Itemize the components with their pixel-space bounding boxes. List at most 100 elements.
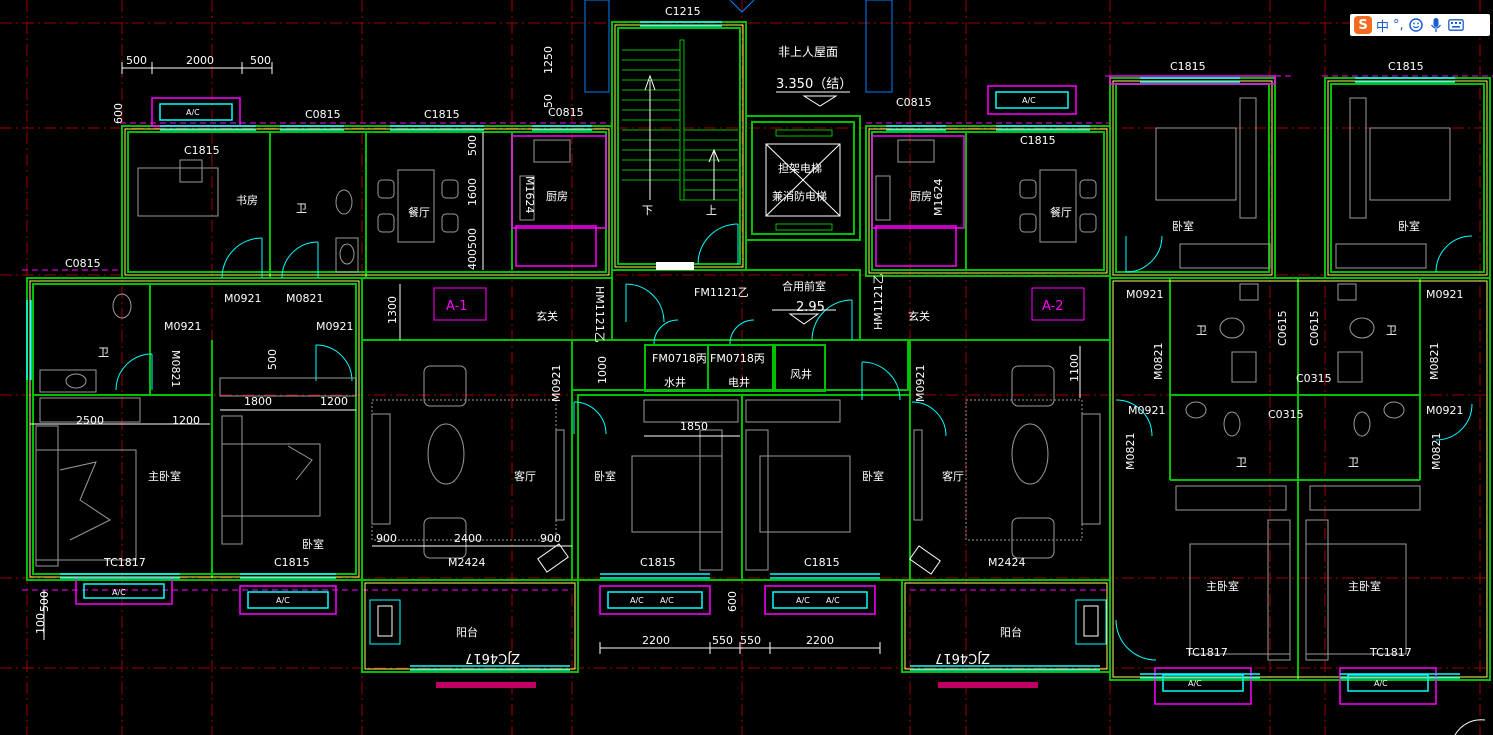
lbl-m0921-a: M0921	[224, 292, 262, 305]
lbl-550b: 550	[740, 634, 761, 647]
lbl-c1815-d: C1815	[1170, 60, 1206, 73]
lbl-2000: 2000	[186, 54, 214, 67]
lbl-dining-1: 餐厅	[408, 205, 430, 219]
lbl-500b: 500	[250, 54, 271, 67]
lbl-1800: 1800	[244, 395, 272, 408]
lbl-2200a: 2200	[642, 634, 670, 647]
ac-tag-2: A/C	[112, 588, 126, 597]
lbl-c0615-a: C0615	[1276, 310, 1289, 346]
lbl-master-1: 主卧室	[148, 469, 181, 483]
dimension-lines	[30, 62, 1081, 654]
lbl-1250: 1250	[542, 46, 555, 74]
lbl-tc1817-a: TC1817	[103, 556, 146, 569]
lbl-c1815-a: C1815	[184, 144, 220, 157]
lbl-600b: 600	[726, 591, 739, 612]
smiley-icon[interactable]	[1408, 17, 1424, 33]
lbl-m0921-e: M0921	[1426, 288, 1464, 301]
lbl-50: 50	[542, 94, 555, 108]
lbl-tc1817-c: TC1817	[1369, 646, 1412, 659]
lbl-water: 水井	[664, 375, 686, 389]
outer-outline	[22, 75, 1493, 591]
ime-toolbar[interactable]: S 中 °,	[1350, 14, 1490, 36]
lbl-xia: 下	[642, 204, 653, 217]
lbl-kitchen-2: 厨房	[910, 190, 932, 203]
lbl-2400: 2400	[454, 532, 482, 545]
lbl-lift1: 担架电梯	[778, 161, 822, 175]
lbl-lift2: 兼消防电梯	[772, 189, 827, 203]
lbl-hm1121-a: HM1121乙	[593, 286, 606, 343]
lbl-zjc-1: ZJC4617	[465, 650, 520, 665]
lbl-m0921-g: M0921	[914, 365, 927, 403]
door-swings	[115, 223, 1473, 661]
lbl-master-3: 主卧室	[1348, 579, 1381, 593]
corner-arc	[1454, 719, 1486, 735]
lbl-wind: 风井	[790, 367, 812, 381]
lbl-c0815-b: C0815	[305, 108, 341, 121]
shaft-outlines	[584, 0, 893, 93]
lbl-c1215: C1215	[665, 5, 701, 18]
lbl-tc1817-b: TC1817	[1185, 646, 1228, 659]
lbl-m0921-i: M0921	[1426, 404, 1464, 417]
lbl-elec: 电井	[728, 375, 750, 389]
lbl-1100: 1100	[1068, 354, 1081, 382]
lbl-wei-2: 卫	[98, 346, 109, 359]
lbl-bedroom-3: 卧室	[862, 469, 884, 483]
lbl-500a: 500	[126, 54, 147, 67]
lbl-fm1121-a: FM1121乙	[694, 286, 749, 299]
lbl-m2424-a: M2424	[448, 556, 486, 569]
inner-wall-lines	[29, 24, 1488, 678]
lbl-c1815-e: C1815	[1388, 60, 1424, 73]
lbl-wei-3: 卫	[1196, 324, 1207, 337]
ime-mode-label[interactable]: 中	[1376, 19, 1390, 35]
lbl-studyroom: 书房	[236, 194, 258, 207]
elevator	[765, 129, 841, 231]
unit-tag-boxes	[433, 287, 1085, 321]
ac-tag-3: A/C	[276, 596, 290, 605]
walls	[26, 21, 1491, 681]
lbl-600: 600	[112, 103, 125, 124]
lbl-m0821-e: M0821	[1124, 433, 1137, 471]
lbl-fm0718-a: FM0718丙	[652, 352, 707, 365]
ime-logo-icon[interactable]: S	[1354, 16, 1372, 34]
lbl-1200a: 1200	[320, 395, 348, 408]
lbl-900a: 900	[376, 532, 397, 545]
lbl-wei-6: 卫	[1348, 456, 1359, 469]
lbl-c0815-c: C0815	[548, 106, 584, 119]
lbl-bed-r1: 卧室	[1172, 219, 1194, 233]
ac-tag-4: A/C	[630, 596, 644, 605]
furniture	[35, 97, 1451, 661]
lbl-dining-2: 餐厅	[1050, 205, 1072, 219]
lbl-shared: 合用前室	[782, 279, 826, 293]
keyboard-icon[interactable]	[1447, 17, 1464, 33]
kitchens	[511, 75, 1276, 267]
lbl-c1815-h: C1815	[804, 556, 840, 569]
lbl-c0315-b: C0315	[1268, 408, 1304, 421]
lbl-500e: 500	[38, 591, 51, 612]
lbl-2200b: 2200	[806, 634, 834, 647]
ac-tag-1: A/C	[1022, 96, 1036, 105]
lbl-roof: 非上人屋面	[778, 45, 838, 59]
ac-tag-9: A/C	[1374, 679, 1388, 688]
lbl-m0921-h: M0921	[1128, 404, 1166, 417]
lbl-zjc-2: ZJC4617	[935, 650, 990, 665]
lbl-m0821-a: M0821	[286, 292, 324, 305]
lbl-500d: 500	[266, 349, 279, 370]
microphone-icon[interactable]	[1428, 17, 1444, 33]
lbl-c0315-a: C0315	[1296, 372, 1332, 385]
elevation-marks	[772, 91, 850, 325]
lbl-900b: 900	[540, 532, 561, 545]
lbl-bedroom-2: 卧室	[594, 469, 616, 483]
ime-punct-label[interactable]: °,	[1393, 17, 1404, 33]
lbl-living-1: 客厅	[514, 469, 536, 483]
lbl-1300: 1300	[386, 296, 399, 324]
windows	[26, 21, 1460, 679]
lbl-m0821-b: M0821	[169, 350, 182, 388]
lbl-a2: A-2	[1042, 299, 1064, 314]
lbl-100: 100	[34, 613, 47, 634]
lbl-295: 2.95	[796, 300, 825, 315]
lbl-550a: 550	[712, 634, 733, 647]
lbl-1000: 1000	[596, 356, 609, 384]
lbl-foyer-2: 玄关	[908, 309, 930, 323]
lbl-bedroom-1: 卧室	[302, 537, 324, 551]
